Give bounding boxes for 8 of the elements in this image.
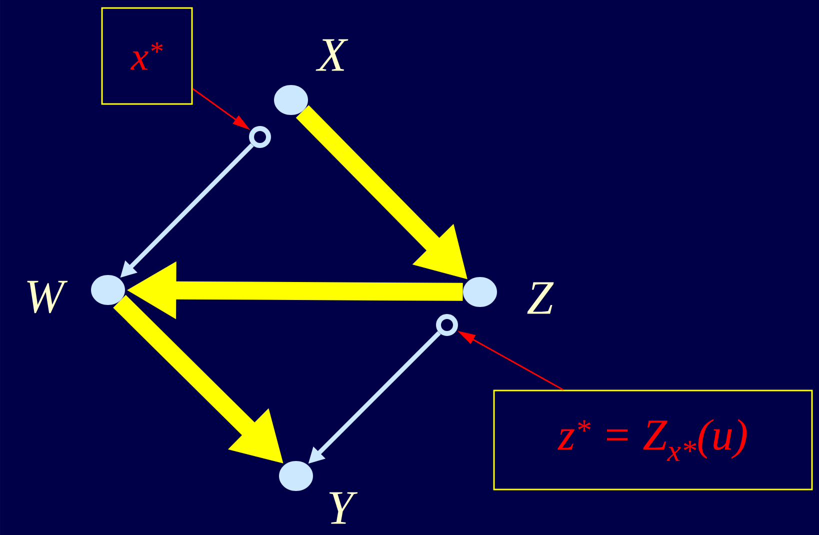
variable-label: W: [27, 280, 68, 314]
intervention-ring: [436, 314, 458, 336]
variable-label: Z: [527, 282, 554, 314]
variable-label: X: [316, 39, 348, 71]
formula-box: z$^{*}$ = Z$_{x*}$(u): [493, 390, 813, 490]
intervention-ring: [249, 126, 271, 148]
formula-box: x$^{*}$: [101, 7, 193, 105]
variable-label: Y: [329, 492, 358, 524]
